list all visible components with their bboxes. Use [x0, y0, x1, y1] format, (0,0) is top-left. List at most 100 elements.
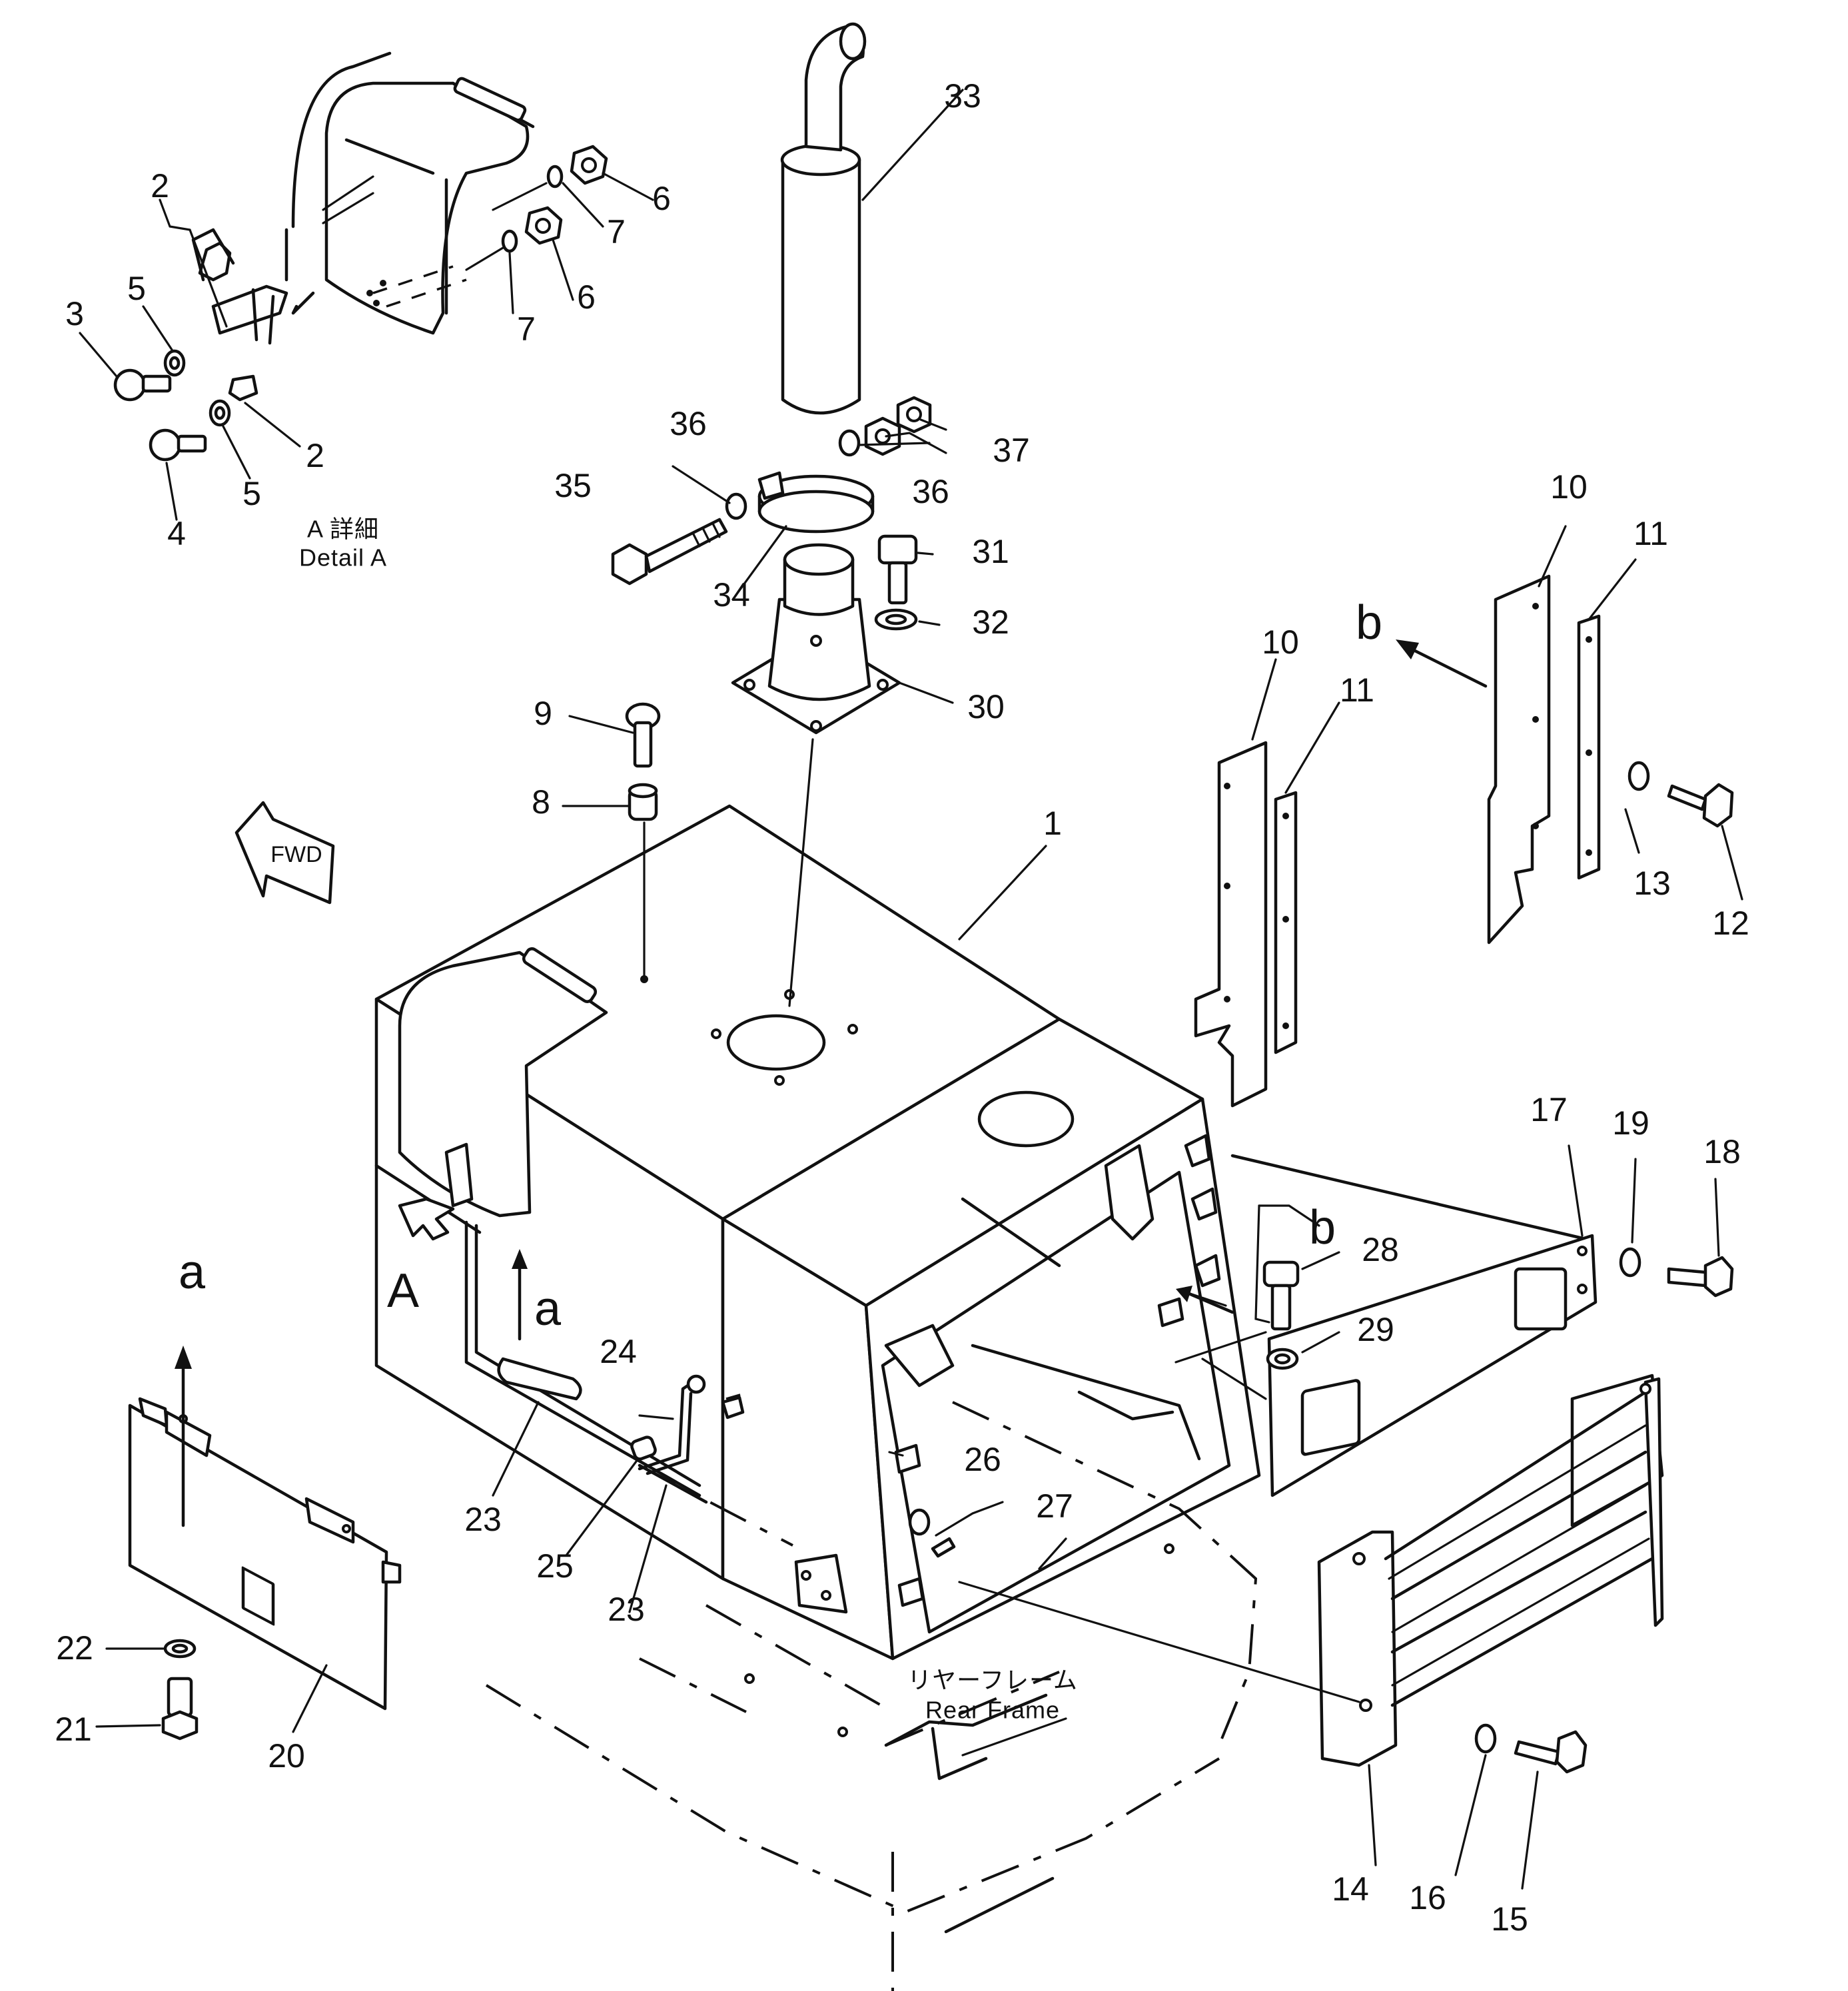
callout-23: 23 — [464, 1501, 502, 1538]
washer-36b — [838, 429, 861, 457]
callout-31: 31 — [972, 533, 1009, 570]
callout-8: 8 — [532, 783, 550, 821]
nuts-37 — [864, 396, 932, 456]
washer-26 — [908, 1508, 931, 1536]
adapter-30 — [731, 543, 901, 735]
washer-7b — [501, 229, 518, 253]
detail-a-caption-jp: A 詳細 — [307, 516, 379, 543]
callout-5: 5 — [127, 270, 146, 307]
clamp-34 — [757, 471, 875, 534]
washer-5b — [209, 399, 231, 427]
callout-33: 33 — [944, 77, 981, 115]
callout-16: 16 — [1409, 1879, 1446, 1916]
plate-10b — [1487, 574, 1551, 945]
callouts: 1 2 2 3 4 5 5 6 6 7 7 8 9 10 10 11 11 12… — [55, 77, 1749, 1938]
view-letter-A: A — [387, 1264, 419, 1318]
nut-6a — [570, 145, 608, 185]
bolt-4 — [149, 428, 207, 462]
exhaust-pipe-33 — [780, 22, 867, 415]
pin-27 — [931, 1537, 956, 1558]
grille-14 — [1317, 1374, 1664, 1767]
rear-frame-outline — [485, 1401, 1258, 1991]
callout-17: 17 — [1530, 1091, 1568, 1128]
callout-10: 10 — [1550, 468, 1588, 506]
cushion-25 — [630, 1435, 657, 1461]
rubber-23a — [497, 1357, 582, 1401]
detail-a-caption-en: Detail A — [299, 544, 387, 572]
bolt-9 — [625, 702, 661, 768]
callout-9: 9 — [534, 695, 552, 732]
callout-6: 6 — [577, 278, 596, 316]
side-panel-20 — [128, 1397, 402, 1711]
plate-10a — [1194, 741, 1268, 1108]
callout-12: 12 — [1712, 905, 1749, 942]
callout-13: 13 — [1633, 865, 1671, 902]
bolt-35 — [611, 518, 728, 586]
engine-hood-1 — [374, 804, 1261, 1661]
bolt-21 — [161, 1677, 199, 1741]
nut-6b — [524, 206, 563, 245]
bolt-18 — [1667, 1256, 1734, 1298]
callout-10: 10 — [1262, 623, 1299, 661]
bolt-31 — [877, 534, 918, 605]
washer-29 — [1266, 1348, 1299, 1370]
callout-18: 18 — [1703, 1133, 1741, 1170]
detail-a-assembly — [191, 51, 535, 402]
callout-11: 11 — [1340, 671, 1374, 709]
washer-7a — [546, 165, 564, 189]
callout-21: 21 — [55, 1711, 92, 1748]
callout-29: 29 — [1357, 1311, 1394, 1348]
leader-lines — [79, 89, 1743, 1890]
callout-7: 7 — [607, 213, 626, 250]
callout-20: 20 — [268, 1737, 305, 1775]
bolt-3 — [113, 368, 172, 402]
callout-23: 23 — [608, 1591, 645, 1628]
view-arrow-a-big — [398, 1197, 455, 1241]
callout-19: 19 — [1612, 1104, 1649, 1142]
callout-14: 14 — [1332, 1870, 1369, 1908]
view-letter-a: a — [179, 1246, 206, 1299]
bolt-12 — [1667, 783, 1734, 828]
washer-13 — [1627, 761, 1650, 791]
callout-22: 22 — [56, 1629, 93, 1667]
callout-34: 34 — [713, 576, 750, 613]
washer-16 — [1474, 1723, 1497, 1754]
detail-a-hardware — [113, 145, 608, 462]
callout-5: 5 — [242, 475, 261, 512]
handle-24 — [638, 1374, 706, 1475]
callout-7: 7 — [517, 310, 536, 348]
strip-11a — [1274, 791, 1298, 1054]
callout-28: 28 — [1362, 1231, 1399, 1268]
callout-1: 1 — [1043, 805, 1062, 842]
callout-6: 6 — [652, 180, 671, 217]
callout-36: 36 — [912, 473, 949, 510]
view-letter-a: a — [534, 1282, 562, 1336]
hood-inner-details — [794, 1134, 1221, 1614]
view-letter-b: b — [1356, 596, 1382, 649]
callout-25: 25 — [536, 1547, 574, 1585]
callout-11: 11 — [1633, 515, 1668, 552]
hinge — [453, 77, 527, 122]
callout-3: 3 — [65, 295, 84, 332]
rear-frame-label-en: Rear Frame — [925, 1697, 1060, 1724]
fwd-label: FWD — [270, 842, 322, 867]
bolt-28 — [1262, 1260, 1300, 1331]
cushion-8 — [628, 783, 658, 821]
washer-36a — [725, 492, 747, 520]
captions: A 詳細 Detail A リヤーフレーム Rear Frame — [299, 516, 1077, 1724]
callout-2: 2 — [306, 437, 324, 474]
callout-36: 36 — [670, 405, 707, 442]
strip-11b — [1577, 614, 1601, 880]
callout-32: 32 — [972, 603, 1009, 641]
washer-32 — [874, 608, 918, 631]
washer-5a — [163, 349, 186, 377]
view-letter-b: b — [1309, 1201, 1336, 1254]
cover-17 — [1230, 1154, 1598, 1497]
callout-35: 35 — [554, 467, 592, 504]
washer-19 — [1619, 1247, 1641, 1278]
fwd-arrow: FWD — [234, 801, 335, 905]
callout-2: 2 — [151, 167, 169, 204]
callout-30: 30 — [967, 688, 1005, 725]
callout-4: 4 — [167, 515, 186, 552]
